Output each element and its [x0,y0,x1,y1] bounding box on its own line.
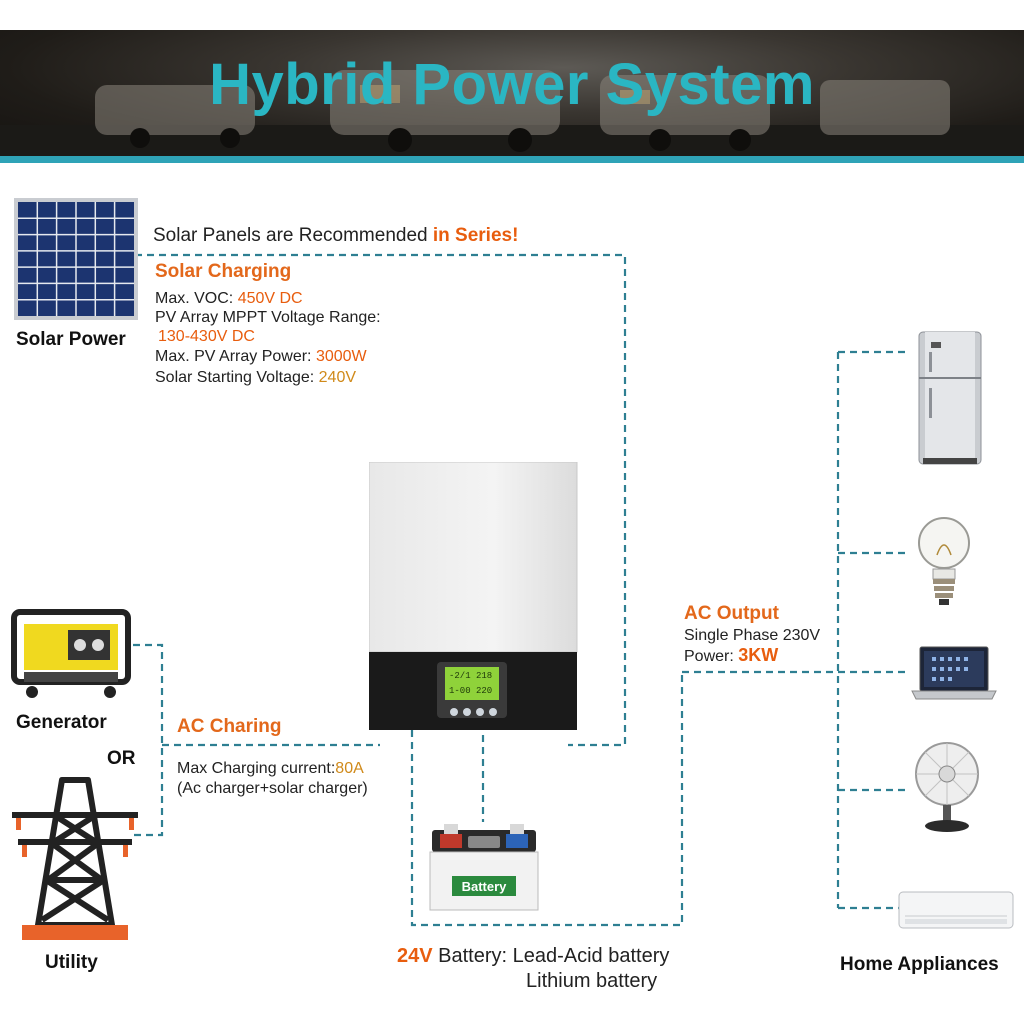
fridge-icon [917,330,983,471]
ac-output-power-line: Power: 3KW [684,646,778,666]
mppt-label: PV Array MPPT Voltage Range: [155,308,381,327]
light-bulb-icon [915,515,973,614]
recommend-text: Solar Panels are Recommended [153,225,433,246]
lcd-line-2: 1-00 220 [449,686,492,696]
max-charging-current-value: 80A [335,760,363,777]
battery-type-label: Battery: Lead-Acid battery [433,945,670,967]
generator-icon [10,608,132,705]
or-label: OR [107,748,136,770]
solar-power-label: Solar Power [16,329,126,351]
battery-type-alt: Lithium battery [526,970,657,993]
home-appliances-label: Home Appliances [840,954,999,976]
max-voc-value: 450V DC [238,290,303,307]
solar-recommendation: Solar Panels are Recommended in Series! [153,225,518,247]
mppt-value: 130-430V DC [158,327,255,346]
lcd-line-1: -2/1 218 [449,671,492,681]
utility-label: Utility [45,952,98,974]
utility-tower-icon [12,770,138,947]
max-pv-power-value: 3000W [316,348,367,365]
solar-charging-heading: Solar Charging [155,261,291,283]
ac-output-heading: AC Output [684,603,779,625]
ac-output-phase: Single Phase 230V [684,626,820,645]
laptop-icon [910,645,998,706]
max-voc-label: Max. VOC: [155,290,238,307]
ac-output-power-value: 3KW [738,645,778,665]
starting-voltage-label: Solar Starting Voltage: [155,369,319,386]
ac-output-power-label: Power: [684,648,738,665]
solar-panel-icon [14,198,138,325]
max-charging-current-label: Max Charging current: [177,760,335,777]
battery-type-line: 24V Battery: Lead-Acid battery [397,945,669,968]
recommend-highlight: in Series! [433,225,519,246]
max-charging-current-line: Max Charging current:80A [177,759,364,778]
ac-charging-note: (Ac charger+solar charger) [177,779,368,798]
battery-icon [428,822,540,919]
starting-voltage-value: 240V [319,369,356,386]
battery-sticker-label: Battery [452,877,516,897]
max-voc-line: Max. VOC: 450V DC [155,289,303,308]
fan-icon [913,740,981,839]
starting-voltage-line: Solar Starting Voltage: 240V [155,368,356,387]
battery-voltage: 24V [397,945,433,967]
max-pv-power-label: Max. PV Array Power: [155,348,316,365]
generator-label: Generator [16,712,107,734]
max-pv-power-line: Max. PV Array Power: 3000W [155,347,367,366]
ac-charging-heading: AC Charing [177,716,282,738]
hybrid-inverter: -2/1 218 1-00 220 [369,462,581,735]
air-conditioner-icon [897,890,1017,937]
